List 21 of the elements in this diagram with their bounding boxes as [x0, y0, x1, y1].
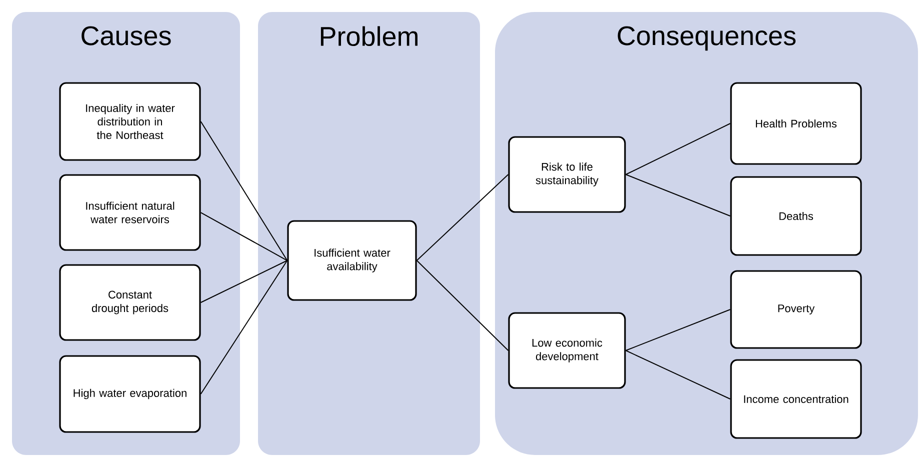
- connector-line: [625, 123, 731, 175]
- text-box: Isufficient water availability: [287, 220, 417, 301]
- text-box: Insufficient natural water reservoirs: [59, 174, 201, 251]
- text-box: Income concentration: [730, 359, 862, 439]
- text-box: Poverty: [730, 270, 862, 349]
- text-box: Constant drought periods: [59, 264, 201, 341]
- connector-line: [200, 260, 288, 394]
- connector-line: [416, 260, 509, 351]
- text-box: Deaths: [730, 176, 862, 256]
- text-box: Risk to life sustainability: [508, 136, 626, 213]
- connector-line: [200, 212, 288, 261]
- connector-line: [416, 174, 509, 261]
- connector-line: [200, 260, 288, 303]
- text-box: Inequality in water distribution in the Northeast: [59, 82, 201, 161]
- text-box: Health Problems: [730, 82, 862, 165]
- connector-line: [625, 174, 731, 216]
- connector-line: [200, 121, 288, 261]
- connector-line: [625, 350, 731, 400]
- text-box: Low economic development: [508, 312, 626, 389]
- connector-line: [625, 309, 731, 351]
- text-box: High water evaporation: [59, 355, 201, 433]
